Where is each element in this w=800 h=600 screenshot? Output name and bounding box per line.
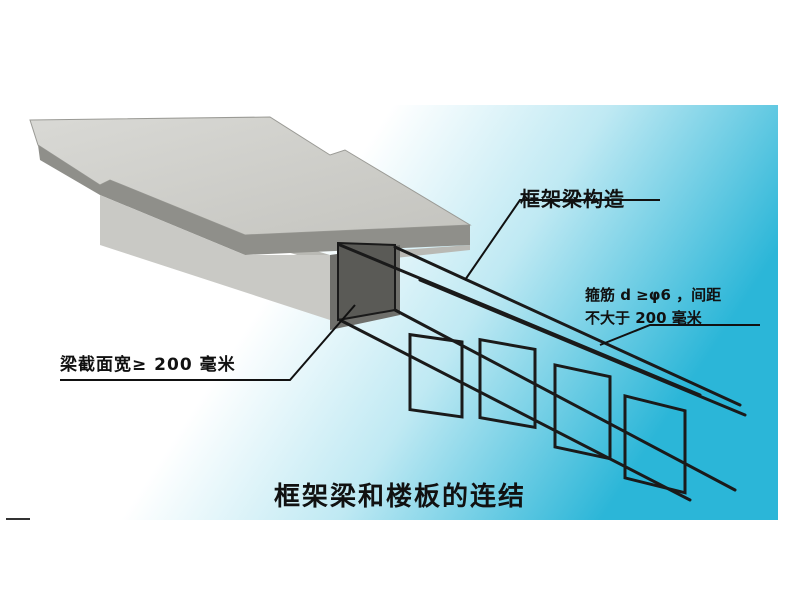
diagram-panel [0, 105, 778, 520]
label-beam-construction: 框架梁构造 [520, 187, 625, 211]
leader-beam-construction [464, 199, 660, 281]
slab-front-face [38, 145, 470, 255]
leader-stirrup [599, 324, 760, 346]
rebar-mid [418, 278, 747, 417]
rebar-top-right [393, 245, 742, 407]
stirrup-3 [553, 363, 612, 461]
stirrup-4 [623, 393, 687, 495]
diagram-title: 框架梁和楼板的连结 [273, 482, 526, 512]
slab-side-block [100, 195, 330, 320]
rebar-bottom-left [338, 318, 692, 502]
stirrup-1 [408, 332, 464, 419]
diagram-svg [0, 105, 778, 520]
stirrup-2 [478, 337, 537, 430]
label-stirrup-spacing: 不大于 200 毫米 [585, 309, 702, 327]
label-stirrup-spec: 箍筋 d ≥φ6 ，间距 [585, 286, 722, 304]
label-beam-width: 梁截面宽≥ 200 毫米 [60, 355, 236, 375]
leader-beam-width [60, 304, 356, 381]
rebar-cage [338, 243, 747, 502]
edge-mark [6, 518, 30, 520]
leader-lines [60, 199, 760, 381]
